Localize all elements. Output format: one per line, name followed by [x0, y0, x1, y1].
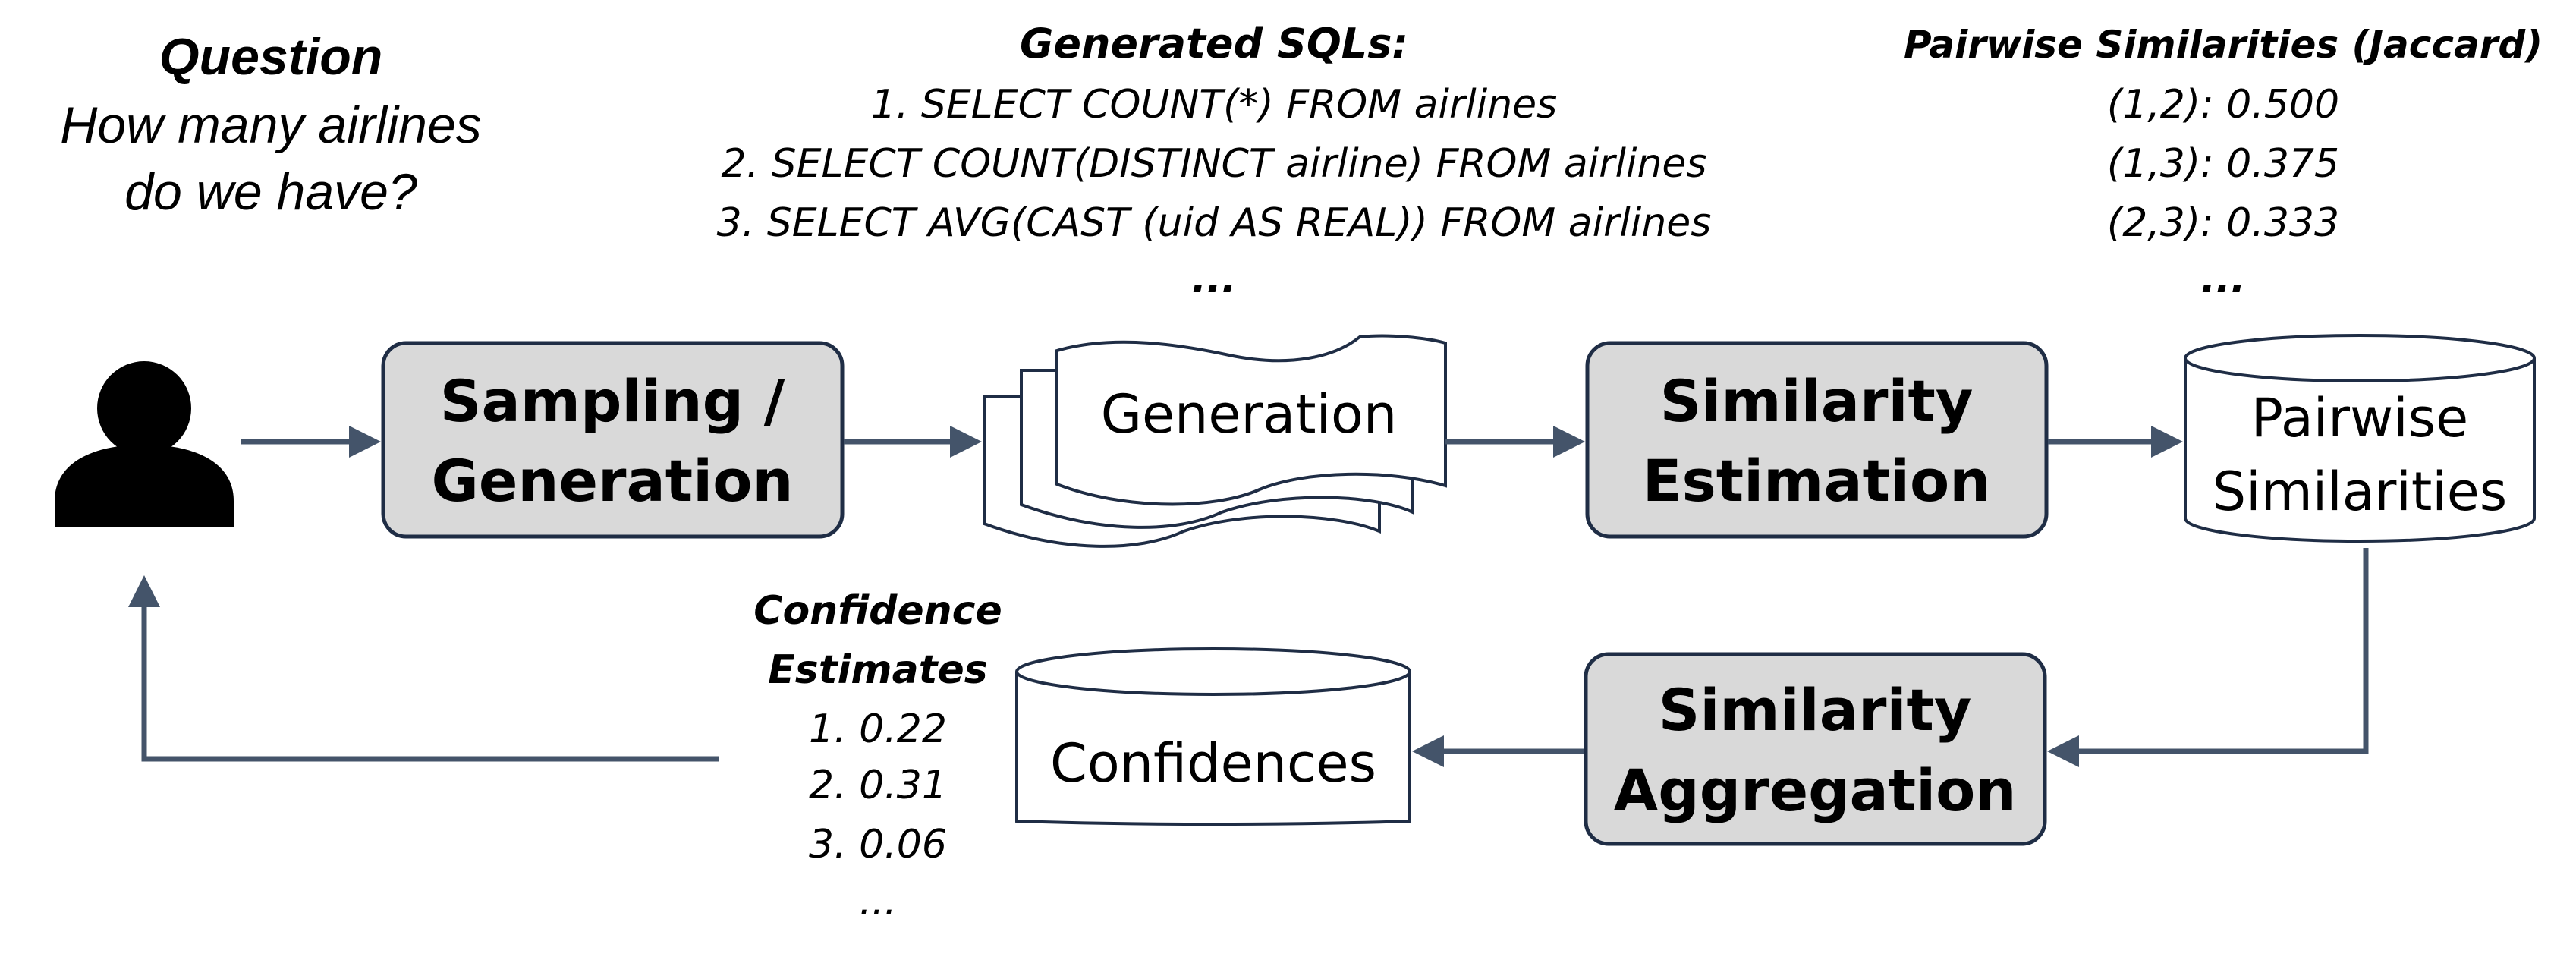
question-line-1: How many airlines — [60, 96, 482, 154]
sql-item-2: 2. SELECT COUNT(DISTINCT airline) FROM a… — [721, 141, 1706, 187]
pairwise-db-line-2: Similarities — [2213, 461, 2508, 523]
sql-item-3: 3. SELECT AVG(CAST (uid AS REAL)) FROM a… — [717, 200, 1712, 246]
arrow-pairwise-to-aggregation — [2047, 548, 2369, 767]
pairwise-item-3: (2,3): 0.333 — [2107, 200, 2339, 246]
sampling-box-line-2: Generation — [431, 447, 793, 515]
question-line-2: do we have? — [124, 163, 417, 221]
generated-documents-stack: Generation — [983, 334, 1447, 548]
arrow-confidences-to-user — [128, 575, 719, 762]
flow-arrows — [128, 426, 2369, 767]
confidences-database: Confidences — [1015, 647, 1411, 826]
confidence-heading-line-2: Estimates — [768, 647, 988, 693]
aggregation-box-line-2: Aggregation — [1613, 757, 2016, 824]
confidence-ellipsis: ... — [859, 879, 897, 924]
pairwise-similarities-block: Pairwise Similarities (Jaccard) (1,2): 0… — [1904, 23, 2543, 302]
confidence-item-1: 1. 0.22 — [809, 707, 947, 752]
question-heading: Question — [159, 28, 383, 86]
pairwise-similarities-database: Pairwise Similarities — [2184, 334, 2536, 543]
pairwise-db-line-1: Pairwise — [2251, 387, 2468, 449]
confidences-db-label: Confidences — [1050, 732, 1376, 795]
pairwise-ellipsis: ... — [2200, 257, 2245, 302]
pairwise-item-1: (1,2): 0.500 — [2107, 82, 2339, 127]
question-block: Question How many airlines do we have? — [60, 28, 482, 221]
sql-ellipsis: ... — [1191, 257, 1236, 302]
pairwise-item-2: (1,3): 0.375 — [2107, 141, 2339, 187]
generated-sqls-heading: Generated SQLs: — [1020, 20, 1408, 68]
similarity-estimation-box: Similarity Estimation — [1585, 341, 2049, 539]
aggregation-box-line-1: Similarity — [1659, 676, 1972, 744]
estimation-box-line-1: Similarity — [1660, 367, 1974, 435]
similarity-aggregation-box: Similarity Aggregation — [1584, 652, 2047, 846]
user-icon — [55, 361, 234, 527]
confidence-item-2: 2. 0.31 — [809, 763, 947, 808]
sampling-generation-box: Sampling / Generation — [381, 341, 845, 539]
pairwise-heading: Pairwise Similarities (Jaccard) — [1904, 23, 2543, 67]
confidence-item-3: 3. 0.06 — [809, 822, 947, 867]
sampling-box-line-1: Sampling / — [440, 367, 785, 435]
generated-sqls-block: Generated SQLs: 1. SELECT COUNT(*) FROM … — [717, 20, 1712, 302]
documents-label: Generation — [1101, 383, 1398, 445]
confidence-estimates-block: Confidence Estimates 1. 0.22 2. 0.31 3. … — [753, 588, 1002, 924]
sql-item-1: 1. SELECT COUNT(*) FROM airlines — [871, 82, 1558, 127]
estimation-box-line-2: Estimation — [1643, 447, 1991, 515]
confidence-heading-line-1: Confidence — [753, 588, 1002, 634]
